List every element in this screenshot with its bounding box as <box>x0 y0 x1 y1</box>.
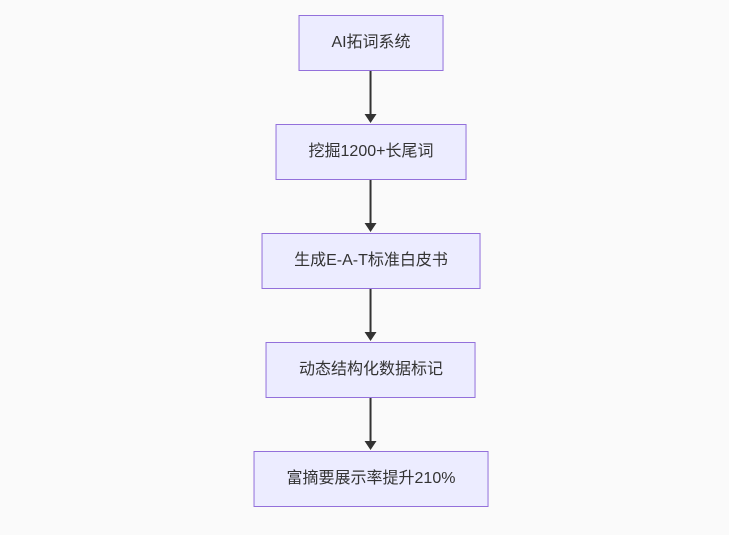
arrow-head <box>365 332 377 341</box>
flow-node-label: AI拓词系统 <box>331 34 411 51</box>
arrow-shaft <box>370 180 372 224</box>
flow-node-label: 挖掘1200+长尾词 <box>308 143 434 160</box>
arrow-down-icon <box>365 180 377 233</box>
flow-node-rich-snippet-result: 富摘要展示率提升210% <box>253 451 489 507</box>
arrow-shaft <box>370 71 372 115</box>
arrow-down-icon <box>365 398 377 451</box>
flow-node-eat-whitepaper: 生成E-A-T标准白皮书 <box>261 233 481 289</box>
arrow-head <box>365 114 377 123</box>
arrow-shaft <box>370 289 372 333</box>
flow-node-label: 动态结构化数据标记 <box>298 361 443 378</box>
flow-node-label: 生成E-A-T标准白皮书 <box>294 252 448 269</box>
arrow-down-icon <box>365 289 377 342</box>
flowchart: AI拓词系统 挖掘1200+长尾词 生成E-A-T标准白皮书 动态结构化数据标记… <box>253 15 489 507</box>
arrow-head <box>365 441 377 450</box>
arrow-shaft <box>370 398 372 442</box>
flow-node-label: 富摘要展示率提升210% <box>286 470 456 487</box>
arrow-down-icon <box>365 71 377 124</box>
arrow-head <box>365 223 377 232</box>
flow-node-longtail-mining: 挖掘1200+长尾词 <box>275 124 467 180</box>
flow-node-structured-data: 动态结构化数据标记 <box>265 342 476 398</box>
flow-node-ai-keyword-system: AI拓词系统 <box>298 15 444 71</box>
